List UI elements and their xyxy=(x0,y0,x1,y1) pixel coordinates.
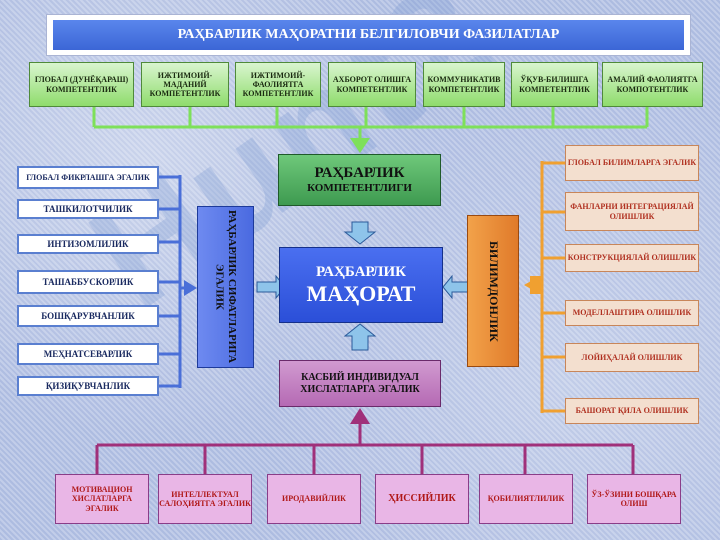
title-inner: РАҲБАРЛИК МАҲОРАТНИ БЕЛГИЛОВЧИ ФАЗИЛАТЛА… xyxy=(53,20,684,50)
left-item-label: ТАШАББУСКОРЛИК xyxy=(42,276,134,287)
erudition-box: БИЛИМДОНЛИК xyxy=(467,215,519,367)
top-box-label: АХБОРОТ ОЛИШГА КОМПЕТЕНТЛИК xyxy=(332,75,412,94)
bottom-item-label: ЎЗ-ЎЗИНИ БОШҚАРА ОЛИШ xyxy=(591,489,677,508)
arrow-right-blue xyxy=(184,280,197,296)
bottom-item-label: ҲИССИЙЛИК xyxy=(388,493,456,505)
right-item-design: ЛОЙИҲАЛАЙ ОЛИШЛИК xyxy=(565,343,699,372)
bottom-item-emotionality: ҲИССИЙЛИК xyxy=(375,474,469,524)
bottom-item-label: ИНТЕЛЛЕКТУАЛ САЛОҲИЯТГА ЭГАЛИК xyxy=(159,489,251,508)
mastery-box: РАҲБАРЛИК МАҲОРАТ xyxy=(279,247,443,323)
top-box-practical: АМАЛИЙ ФАОЛИЯТГА КОМПОТЕНТЛИК xyxy=(602,62,703,107)
left-item-label: БОШҚАРУВЧАНЛИК xyxy=(41,310,135,321)
bottom-item-label: МОТИВАЦИОН ХИСЛАТЛАРГА ЭГАЛИК xyxy=(71,485,133,513)
right-item-label: БАШОРАТ ҚИЛА ОЛИШЛИК xyxy=(575,406,689,416)
bottom-item-motivation: МОТИВАЦИОН ХИСЛАТЛАРГА ЭГАЛИК xyxy=(55,474,149,524)
bottom-item-ability: ҚОБИЛИЯТЛИЛИК xyxy=(479,474,573,524)
left-item-label: ҚИЗИҚУВЧАНЛИК xyxy=(45,380,131,391)
left-item-diligence: МЕҲНАТСЕВАРЛИК xyxy=(17,343,159,365)
right-item-global-knowledge: ГЛОБАЛ БИЛИМЛАРГА ЭГАЛИК xyxy=(565,145,699,181)
arrow-down-green xyxy=(350,138,370,153)
personal-qualities-label: КАСБИЙ ИНДИВИДУАЛ ХИСЛАТЛАРГА ЭГАЛИК xyxy=(300,372,420,395)
bottom-item-label: ҚОБИЛИЯТЛИЛИК xyxy=(487,494,565,504)
top-box-information: АХБОРОТ ОЛИШГА КОМПЕТЕНТЛИК xyxy=(328,62,416,107)
top-box-socio-cultural: ИЖТИМОИЙ-МАДАНИЙ КОМПЕТЕНТЛИК xyxy=(141,62,229,107)
right-item-label: МОДЕЛЛАШТИРА ОЛИШЛИК xyxy=(572,308,692,318)
left-item-curiosity: ҚИЗИҚУВЧАНЛИК xyxy=(17,376,159,396)
left-item-management: БОШҚАРУВЧАНЛИК xyxy=(17,305,159,327)
top-box-learning: ЎҚУВ-БИЛИШГА КОМПЕТЕНТЛИК xyxy=(511,62,598,107)
leadership-qualities-label: РАҲБАРЛИК СИФАТЛАРИГА ЭГАЛИК xyxy=(213,210,239,364)
left-item-label: ТАШКИЛОТЧИЛИК xyxy=(43,203,133,214)
right-item-construct: КОНСТРУКЦИЯЛАЙ ОЛИШЛИК xyxy=(565,244,699,272)
right-item-integration: ФАНЛАРНИ ИНТЕГРАЦИЯЛАЙ ОЛИШЛИК xyxy=(565,192,699,231)
top-box-communicative: КОММУНИКАТИВ КОМПЕТЕНТЛИК xyxy=(423,62,505,107)
mastery-line2: МАҲОРАТ xyxy=(306,280,416,306)
right-item-forecast: БАШОРАТ ҚИЛА ОЛИШЛИК xyxy=(565,398,699,424)
right-item-modeling: МОДЕЛЛАШТИРА ОЛИШЛИК xyxy=(565,300,699,326)
top-box-label: АМАЛИЙ ФАОЛИЯТГА КОМПОТЕНТЛИК xyxy=(607,75,698,94)
competence-line1: РАҲБАРЛИК xyxy=(314,165,405,182)
arrow-up-purple xyxy=(350,408,370,424)
page-title: РАҲБАРЛИК МАҲОРАТНИ БЕЛГИЛОВЧИ ФАЗИЛАТЛА… xyxy=(177,26,560,42)
top-box-label: ИЖТИМОИЙ-МАДАНИЙ КОМПЕТЕНТЛИК xyxy=(149,70,221,99)
arrow-down-light xyxy=(343,221,377,245)
left-item-organizing: ТАШКИЛОТЧИЛИК xyxy=(17,199,159,219)
bottom-item-label: ИРОДАВИЙЛИК xyxy=(282,494,346,504)
bottom-item-intellect: ИНТЕЛЛЕКТУАЛ САЛОҲИЯТГА ЭГАЛИК xyxy=(158,474,252,524)
right-item-label: КОНСТРУКЦИЯЛАЙ ОЛИШЛИК xyxy=(567,253,697,263)
left-item-label: ИНТИЗОМЛИЛИК xyxy=(47,238,129,249)
top-box-global: ГЛОБАЛ (ДУНЁҚАРАШ) КОМПЕТЕНТЛИК xyxy=(29,62,134,107)
top-box-social-activity: ИЖТИМОИЙ-ФАОЛИЯТГА КОМПЕТЕНТЛИК xyxy=(235,62,321,107)
competence-line2: КОМПЕТЕНТЛИГИ xyxy=(307,182,412,195)
top-box-label: КОММУНИКАТИВ КОМПЕТЕНТЛИК xyxy=(427,75,501,94)
right-item-label: ГЛОБАЛ БИЛИМЛАРГА ЭГАЛИК xyxy=(567,158,697,168)
competence-box: РАҲБАРЛИК КОМПЕТЕНТЛИГИ xyxy=(278,154,441,206)
left-item-discipline: ИНТИЗОМЛИЛИК xyxy=(17,234,159,254)
personal-qualities-box: КАСБИЙ ИНДИВИДУАЛ ХИСЛАТЛАРГА ЭГАЛИК xyxy=(279,360,441,407)
top-box-label: ГЛОБАЛ (ДУНЁҚАРАШ) КОМПЕТЕНТЛИК xyxy=(34,75,129,94)
bottom-item-self-management: ЎЗ-ЎЗИНИ БОШҚАРА ОЛИШ xyxy=(587,474,681,524)
erudition-label: БИЛИМДОНЛИК xyxy=(486,240,501,342)
top-box-label: ЎҚУВ-БИЛИШГА КОМПЕТЕНТЛИК xyxy=(519,75,590,94)
left-item-label: ГЛОБАЛ ФИКРЛАШГА ЭГАЛИК xyxy=(26,172,150,182)
left-item-global-thinking: ГЛОБАЛ ФИКРЛАШГА ЭГАЛИК xyxy=(17,166,159,189)
arrow-left-light xyxy=(442,274,471,300)
arrow-up-light xyxy=(343,323,377,351)
left-item-initiative: ТАШАББУСКОРЛИК xyxy=(17,270,159,294)
right-item-label: ФАНЛАРНИ ИНТЕГРАЦИЯЛАЙ ОЛИШЛИК xyxy=(570,202,694,221)
bottom-item-willpower: ИРОДАВИЙЛИК xyxy=(267,474,361,524)
top-box-label: ИЖТИМОИЙ-ФАОЛИЯТГА КОМПЕТЕНТЛИК xyxy=(242,70,314,99)
title-banner: РАҲБАРЛИК МАҲОРАТНИ БЕЛГИЛОВЧИ ФАЗИЛАТЛА… xyxy=(46,14,691,56)
right-item-label: ЛОЙИҲАЛАЙ ОЛИШЛИК xyxy=(581,352,683,362)
leadership-qualities-box: РАҲБАРЛИК СИФАТЛАРИГА ЭГАЛИК xyxy=(197,206,254,368)
left-item-label: МЕҲНАТСЕВАРЛИК xyxy=(43,348,133,359)
mastery-line1: РАҲБАРЛИК xyxy=(315,263,407,280)
